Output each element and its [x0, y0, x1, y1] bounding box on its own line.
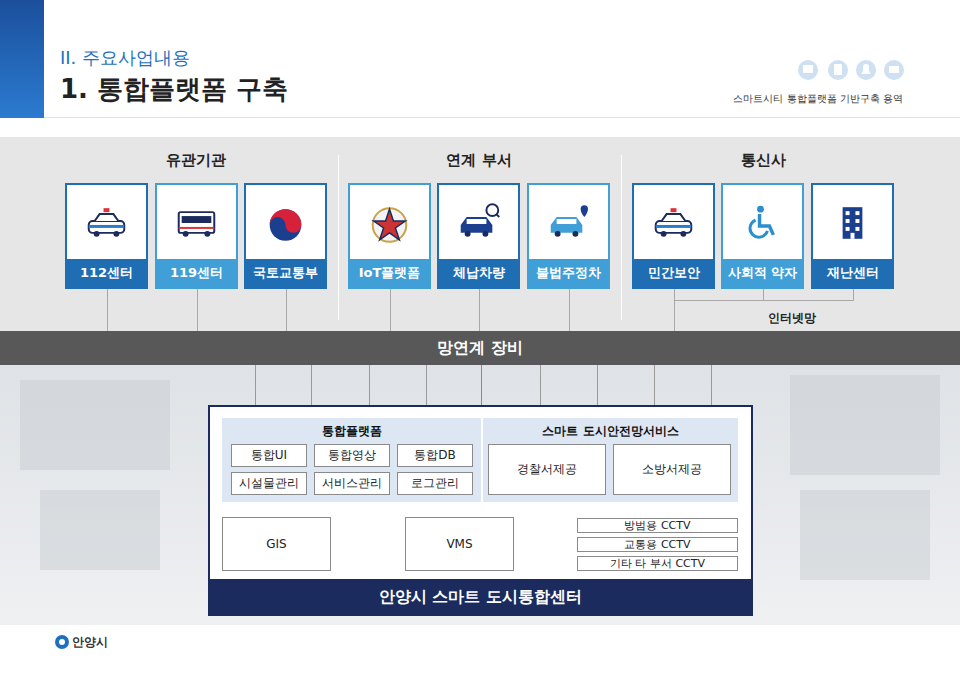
connector-line [675, 289, 764, 331]
group-heading: 연계 부서 [446, 151, 511, 170]
node-text: GIS [266, 537, 286, 551]
module-box: 통합DB [397, 444, 473, 467]
service-panel: 스마트 도시안전망서비스경찰서제공 소방서제공 [481, 418, 738, 502]
service-panel: 통합플랫폼통합UI 통합영상 통합DB 시설물관리 서비스관리 로그관리 [222, 418, 481, 502]
network-wires [256, 365, 712, 405]
node-text: 소방서제공 [642, 461, 702, 478]
node-text: 통합플랫폼 [222, 418, 481, 440]
node-text: 사회적 약자 [723, 259, 802, 287]
agency-card: 재난센터 [811, 183, 894, 289]
slide-title: 1. 통합플랫폼 구축 [60, 74, 288, 104]
card-icon [439, 185, 518, 259]
agency-card: 국토교통부 [244, 183, 327, 289]
connector-line [569, 289, 570, 331]
node-text: 시설물관리 [239, 475, 299, 492]
node-text: 통합DB [414, 447, 455, 464]
connector-line [107, 289, 108, 331]
agency-card: 민간보안 [632, 183, 715, 289]
node-text: 안양시 스마트 도시통합센터 [210, 579, 751, 614]
city-logo-mark [55, 635, 69, 649]
card-icon [67, 185, 146, 259]
node-text: 로그관리 [411, 475, 459, 492]
card-icon [350, 185, 429, 259]
module-box: VMS [405, 517, 514, 571]
node-text: VMS [446, 537, 472, 551]
card-icon [634, 185, 713, 259]
node-text: 서비스관리 [322, 475, 382, 492]
node-text: 국토교통부 [246, 259, 325, 287]
module-box: 경찰서제공 [488, 444, 606, 495]
module-box: 시설물관리 [231, 472, 307, 495]
module-box: 통합영상 [314, 444, 390, 467]
agency-card: IoT플랫폼 [348, 183, 431, 289]
connector-line [675, 289, 854, 331]
center-box: 안양시 스마트 도시통합센터 통합플랫폼통합UI 통합영상 통합DB 시설물관리 서비스관… [208, 405, 753, 616]
module-box: 로그관리 [397, 472, 473, 495]
header-accent [0, 0, 44, 118]
network-band: 망연계 장비 [0, 331, 960, 365]
group-heading: 유관기관 [166, 151, 226, 170]
cctv-box: 교통용 CCTV [577, 537, 738, 552]
card-icon [723, 185, 802, 259]
node-text: 교통용 CCTV [624, 537, 690, 552]
node-text: 방범용 CCTV [624, 518, 690, 533]
group-heading: 통신사 [741, 151, 786, 170]
node-text: 119센터 [157, 259, 236, 287]
card-icon [813, 185, 892, 259]
cctv-box: 방범용 CCTV [577, 518, 738, 533]
node-text: 경찰서제공 [517, 461, 577, 478]
module-box: 통합UI [231, 444, 307, 467]
node-text: 망연계 장비 [437, 338, 523, 359]
node-text: 민간보안 [634, 259, 713, 287]
module-box: GIS [222, 517, 331, 571]
header-rule [44, 117, 960, 118]
node-text: 스마트 도시안전망서비스 [483, 418, 738, 440]
node-text: 체납차량 [439, 259, 518, 287]
agency-card: 119센터 [155, 183, 238, 289]
city-logo: 안양시 [72, 634, 108, 651]
cctv-box: 기타 타 부서 CCTV [577, 556, 738, 571]
node-text: 불법주정차 [529, 259, 608, 287]
node-text: 재난센터 [813, 259, 892, 287]
card-icon [529, 185, 608, 259]
node-text: 기타 타 부서 CCTV [610, 556, 705, 571]
node-text: IoT플랫폼 [350, 259, 429, 287]
node-text: 통합UI [251, 447, 287, 464]
connector-line [197, 289, 198, 331]
connector-line [286, 289, 287, 331]
connector-line [479, 289, 480, 331]
agency-card: 불법주정차 [527, 183, 610, 289]
project-name: 스마트시티 통합플랫폼 기반구축 용역 [733, 92, 903, 106]
connector-line [390, 289, 391, 331]
card-icon [157, 185, 236, 259]
node-text: 통합영상 [328, 447, 376, 464]
agency-card: 사회적 약자 [721, 183, 804, 289]
connector-line [481, 365, 482, 405]
section-number: II. 주요사업내용 [60, 46, 190, 70]
network-label: 인터넷망 [768, 310, 816, 327]
agency-card: 112센터 [65, 183, 148, 289]
module-box: 서비스관리 [314, 472, 390, 495]
node-text: 112센터 [67, 259, 146, 287]
header-icons [798, 60, 904, 80]
agency-card: 체납차량 [437, 183, 520, 289]
card-icon [246, 185, 325, 259]
module-box: 소방서제공 [613, 444, 731, 495]
